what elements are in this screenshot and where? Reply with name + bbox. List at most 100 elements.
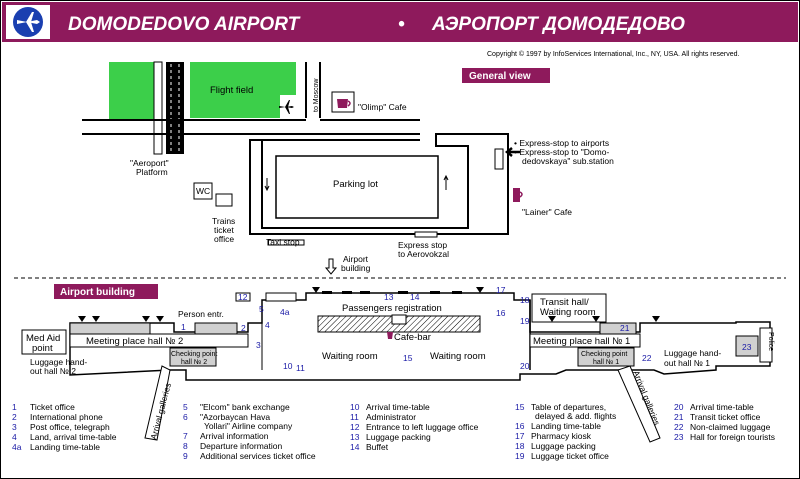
down-arrow-icon: [324, 258, 338, 275]
waiting-room-1-label: Waiting room: [322, 351, 378, 362]
flight-field-right: [190, 62, 296, 118]
wc-box: [193, 182, 213, 200]
platform-label-2: Platform: [136, 167, 168, 177]
passengers-reg-label: Passengers registration: [342, 303, 442, 314]
trains-ticket-label-3: office: [214, 234, 234, 244]
legend-item: Buffet: [366, 442, 389, 452]
legend-num: 7: [183, 431, 188, 441]
legend-item: Departure information: [200, 441, 282, 451]
legend-num: 16: [515, 421, 525, 431]
transit-hall: [531, 293, 607, 323]
legend-num: 13: [350, 432, 360, 442]
marker-15: 15: [403, 353, 413, 363]
legend-num: 3: [12, 422, 17, 432]
airport-building-pointer-1: Airport: [343, 254, 369, 264]
checking-2-label-1: Checking point: [171, 351, 217, 358]
legend-item: Arrival time-table: [690, 402, 754, 412]
airplane-icon: [279, 100, 294, 114]
marker-11: 11: [296, 363, 305, 373]
police-room: [759, 327, 773, 363]
checking-point-2: [169, 347, 217, 367]
markers-6-9-box: [265, 292, 297, 302]
legend-item: Landing time-table: [30, 442, 100, 452]
legend-item: Luggage packing: [366, 432, 431, 442]
marker-5: 5: [259, 304, 264, 314]
express-airports-label-3: dedovskaya" sub.station: [522, 156, 614, 166]
marker-19: 19: [520, 316, 530, 326]
trains-ticket-label-1: Trains: [212, 216, 235, 226]
legend-num: 23: [674, 432, 684, 442]
direction-arrow: [443, 174, 449, 190]
marker-16: 16: [496, 308, 506, 318]
legend-num: 4: [12, 432, 17, 442]
legend-item: Additional services ticket office: [200, 451, 316, 461]
legend-num: 21: [674, 412, 684, 422]
parking-roads: [249, 133, 509, 235]
hall-2-counter: [69, 322, 151, 335]
legend-item: Administrator: [366, 412, 416, 422]
parking-lot: [275, 155, 439, 219]
flight-field-left: [109, 62, 154, 119]
marker-20: 20: [520, 361, 530, 371]
airport-building: Airport building Med Aid point Meeting p…: [21, 284, 774, 443]
express-airports-label-2: • Express-stop to "Domo-: [514, 147, 609, 157]
coffee-cup-icon: [387, 332, 393, 339]
legend-item: Luggage ticket office: [531, 451, 609, 461]
luggage-1-label-1: Luggage hand-: [664, 348, 721, 358]
trains-ticket-box: [215, 193, 233, 207]
med-aid-label-2: point: [32, 343, 53, 354]
hall-2-counter: [194, 322, 238, 335]
legend-item: Entrance to left luggage office: [366, 422, 479, 432]
taxi-stop-label: Taxi stop: [266, 237, 300, 247]
marker-23: 23: [742, 342, 752, 352]
luggage-1-label-2: out hall № 1: [664, 358, 710, 368]
arrival-gallery-right: [617, 365, 661, 443]
legend-item: Landing time-table: [531, 421, 601, 431]
trains-ticket-label-2: ticket: [214, 225, 234, 235]
marker-14: 14: [410, 292, 420, 302]
legend-item: Arrival information: [200, 431, 269, 441]
legend-num: 6: [183, 412, 188, 422]
marker-10: 10: [283, 361, 293, 371]
express-airports-marker: [494, 148, 504, 170]
legend-col-2: 5"Elcom" bank exchange 6"Azorbaycan Hava…: [183, 402, 316, 461]
meeting-hall-1-label: Meeting place hall № 1: [533, 336, 630, 347]
title-en: DOMODEDOVO AIRPORT: [68, 14, 301, 35]
meeting-hall-2-label: Meeting place hall № 2: [86, 336, 183, 347]
luggage-2-label-1: Luggage hand-: [30, 357, 87, 367]
marker-4: 4: [265, 320, 270, 330]
entrance-markers: [78, 287, 660, 322]
coffee-cup-icon: [337, 99, 351, 108]
legend-item: "Azorbaycan Hava: [200, 412, 270, 422]
med-aid-room: [21, 329, 67, 355]
marker-13: 13: [384, 292, 394, 302]
marker-21: 21: [620, 323, 630, 333]
luggage-2-label-2: out hall № 2: [30, 366, 76, 376]
legend-num: 2: [12, 412, 17, 422]
olimp-cafe-label: "Olimp" Cafe: [358, 102, 407, 112]
title-dot: •: [398, 14, 405, 35]
legend-item: Transit ticket office: [690, 412, 761, 422]
pointer-arrow: [504, 147, 520, 157]
legend-item: Yollari" Airline company: [204, 421, 293, 431]
legend-item: Post office, telegraph: [30, 422, 110, 432]
legend-num: 22: [674, 422, 684, 432]
meeting-hall-2: [69, 333, 249, 348]
legend-item: Land, arrival time-table: [30, 432, 117, 442]
express-stop-marker: [414, 231, 438, 238]
coffee-cup-icon: [513, 188, 523, 202]
legend-item: Luggage packing: [531, 441, 596, 451]
taxi-stop-marker: [267, 239, 305, 246]
legend-item: Hall for foreign tourists: [690, 432, 775, 442]
legend-item: International phone: [30, 412, 103, 422]
legend-item: Arrival time-table: [366, 402, 430, 412]
waiting-room-2-label: Waiting room: [430, 351, 486, 362]
general-view: General view Flight field "Aeroport" Pla…: [82, 61, 614, 275]
legend-item: delayed & add. flights: [535, 411, 616, 421]
marker-22: 22: [642, 353, 652, 363]
airport-building-badge: Airport building: [60, 287, 135, 298]
